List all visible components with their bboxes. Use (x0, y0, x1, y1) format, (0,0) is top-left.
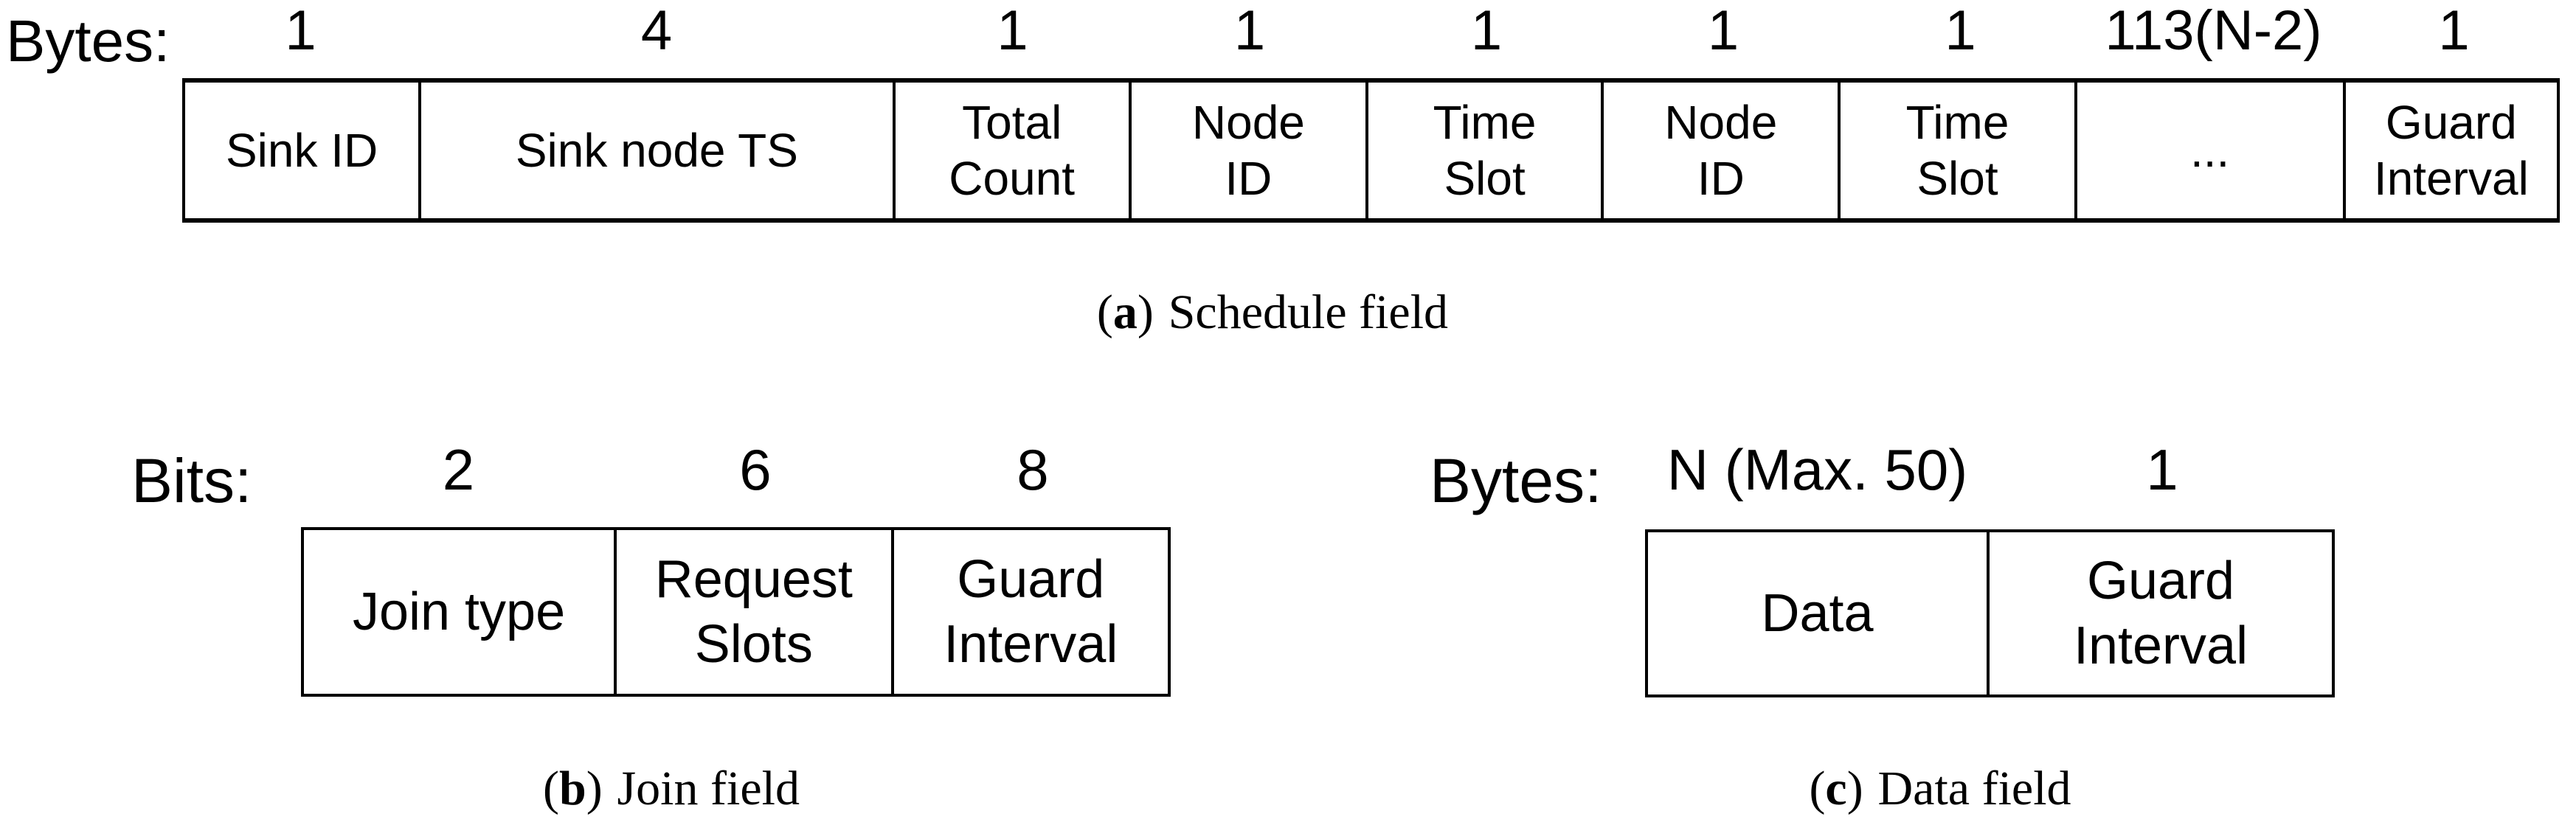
size-total-count: 1 (997, 0, 1028, 62)
bits-label-join: Bits: (131, 446, 252, 515)
join-field-box: Join type Request Slots Guard Interval (301, 527, 1171, 697)
size-node-id-2: 1 (1707, 0, 1739, 62)
field-cell-request-slots: Request Slots (617, 530, 894, 694)
schedule-field-box: Sink ID Sink node TS Total Count Node ID… (182, 78, 2560, 223)
field-label: Slot (1444, 152, 1526, 205)
size-row-join: 2 6 8 (301, 435, 1171, 503)
field-label: Interval (944, 615, 1118, 674)
bytes-label-schedule: Bytes: (6, 8, 170, 74)
caption-open-paren: ( (1809, 762, 1826, 815)
caption-letter: c (1825, 762, 1847, 815)
size-sink-id: 1 (285, 0, 316, 62)
field-cell-sink-id: Sink ID (185, 83, 422, 218)
size-guard-interval: 1 (2438, 0, 2470, 62)
field-label: Time (1433, 96, 1537, 149)
caption-letter: a (1112, 285, 1138, 339)
caption-join-field: (b) Join field (221, 761, 1121, 817)
field-cell-guard-interval-c: Guard Interval (1990, 532, 2332, 694)
field-label: Guard (957, 550, 1105, 609)
caption-close-paren: ) (1137, 285, 1154, 339)
data-field-box: Data Guard Interval (1645, 529, 2335, 697)
field-label: Guard (2385, 96, 2517, 149)
field-cell-sink-node-ts: Sink node TS (421, 83, 896, 218)
field-cell-node-id-2: Node ID (1604, 83, 1841, 218)
field-cell-time-slot-1: Time Slot (1368, 83, 1604, 218)
caption-text: Data field (1877, 762, 2071, 815)
field-label: Sink node TS (515, 124, 798, 177)
field-cell-node-id-1: Node ID (1132, 83, 1368, 218)
field-label: Interval (2373, 152, 2529, 205)
field-label: ID (1225, 152, 1273, 205)
field-label: Guard (2086, 551, 2235, 610)
size-sink-node-ts: 4 (640, 0, 673, 62)
field-cell-total-count: Total Count (896, 83, 1132, 218)
field-cell-data: Data (1648, 532, 1990, 694)
field-label: Data (1761, 584, 1874, 643)
caption-text: Schedule field (1168, 285, 1449, 339)
bytes-label-data: Bytes: (1430, 446, 1602, 515)
field-label: Request (654, 550, 853, 609)
ellipsis-label: ... (2189, 124, 2230, 177)
caption-letter: b (559, 762, 586, 815)
size-row-data: N (Max. 50) 1 (1645, 435, 2335, 503)
caption-close-paren: ) (586, 762, 603, 815)
size-data: N (Max. 50) (1666, 437, 1968, 502)
field-label: Interval (2073, 616, 2248, 675)
field-cell-guard-interval-b: Guard Interval (894, 530, 1168, 694)
field-cell-guard-interval-a: Guard Interval (2346, 83, 2557, 218)
size-request-slots: 6 (739, 437, 772, 502)
field-label: Time (1905, 96, 2009, 149)
size-join-type: 2 (442, 437, 475, 502)
field-cell-time-slot-2: Time Slot (1841, 83, 2077, 218)
field-label: ID (1697, 152, 1745, 205)
size-guard-interval-c: 1 (2146, 437, 2178, 502)
caption-schedule-field: (a) Schedule field (0, 285, 2545, 341)
field-cell-join-type: Join type (304, 530, 617, 694)
caption-text: Join field (617, 762, 800, 815)
size-node-id-1: 1 (1233, 0, 1266, 62)
size-guard-interval-b: 8 (1017, 437, 1049, 502)
caption-open-paren: ( (543, 762, 559, 815)
field-label: Slot (1917, 152, 1998, 205)
field-label: Count (949, 152, 1076, 205)
field-cell-ellipsis: ... (2077, 83, 2346, 218)
field-label: Join type (352, 582, 566, 641)
size-row-schedule: 1 4 1 1 1 1 1 113(N-2) 1 (182, 0, 2560, 63)
size-time-slot-1: 1 (1470, 0, 1503, 62)
field-label: Slots (694, 615, 813, 674)
field-label: Node (1664, 96, 1778, 149)
field-label: Total (962, 96, 1062, 149)
field-label: Node (1191, 96, 1305, 149)
size-time-slot-2: 1 (1945, 0, 1976, 62)
caption-open-paren: ( (1096, 285, 1113, 339)
size-ellipsis: 113(N-2) (2105, 0, 2322, 62)
field-label: Sink ID (225, 124, 378, 177)
caption-close-paren: ) (1846, 762, 1863, 815)
caption-data-field: (c) Data field (1549, 761, 2331, 817)
